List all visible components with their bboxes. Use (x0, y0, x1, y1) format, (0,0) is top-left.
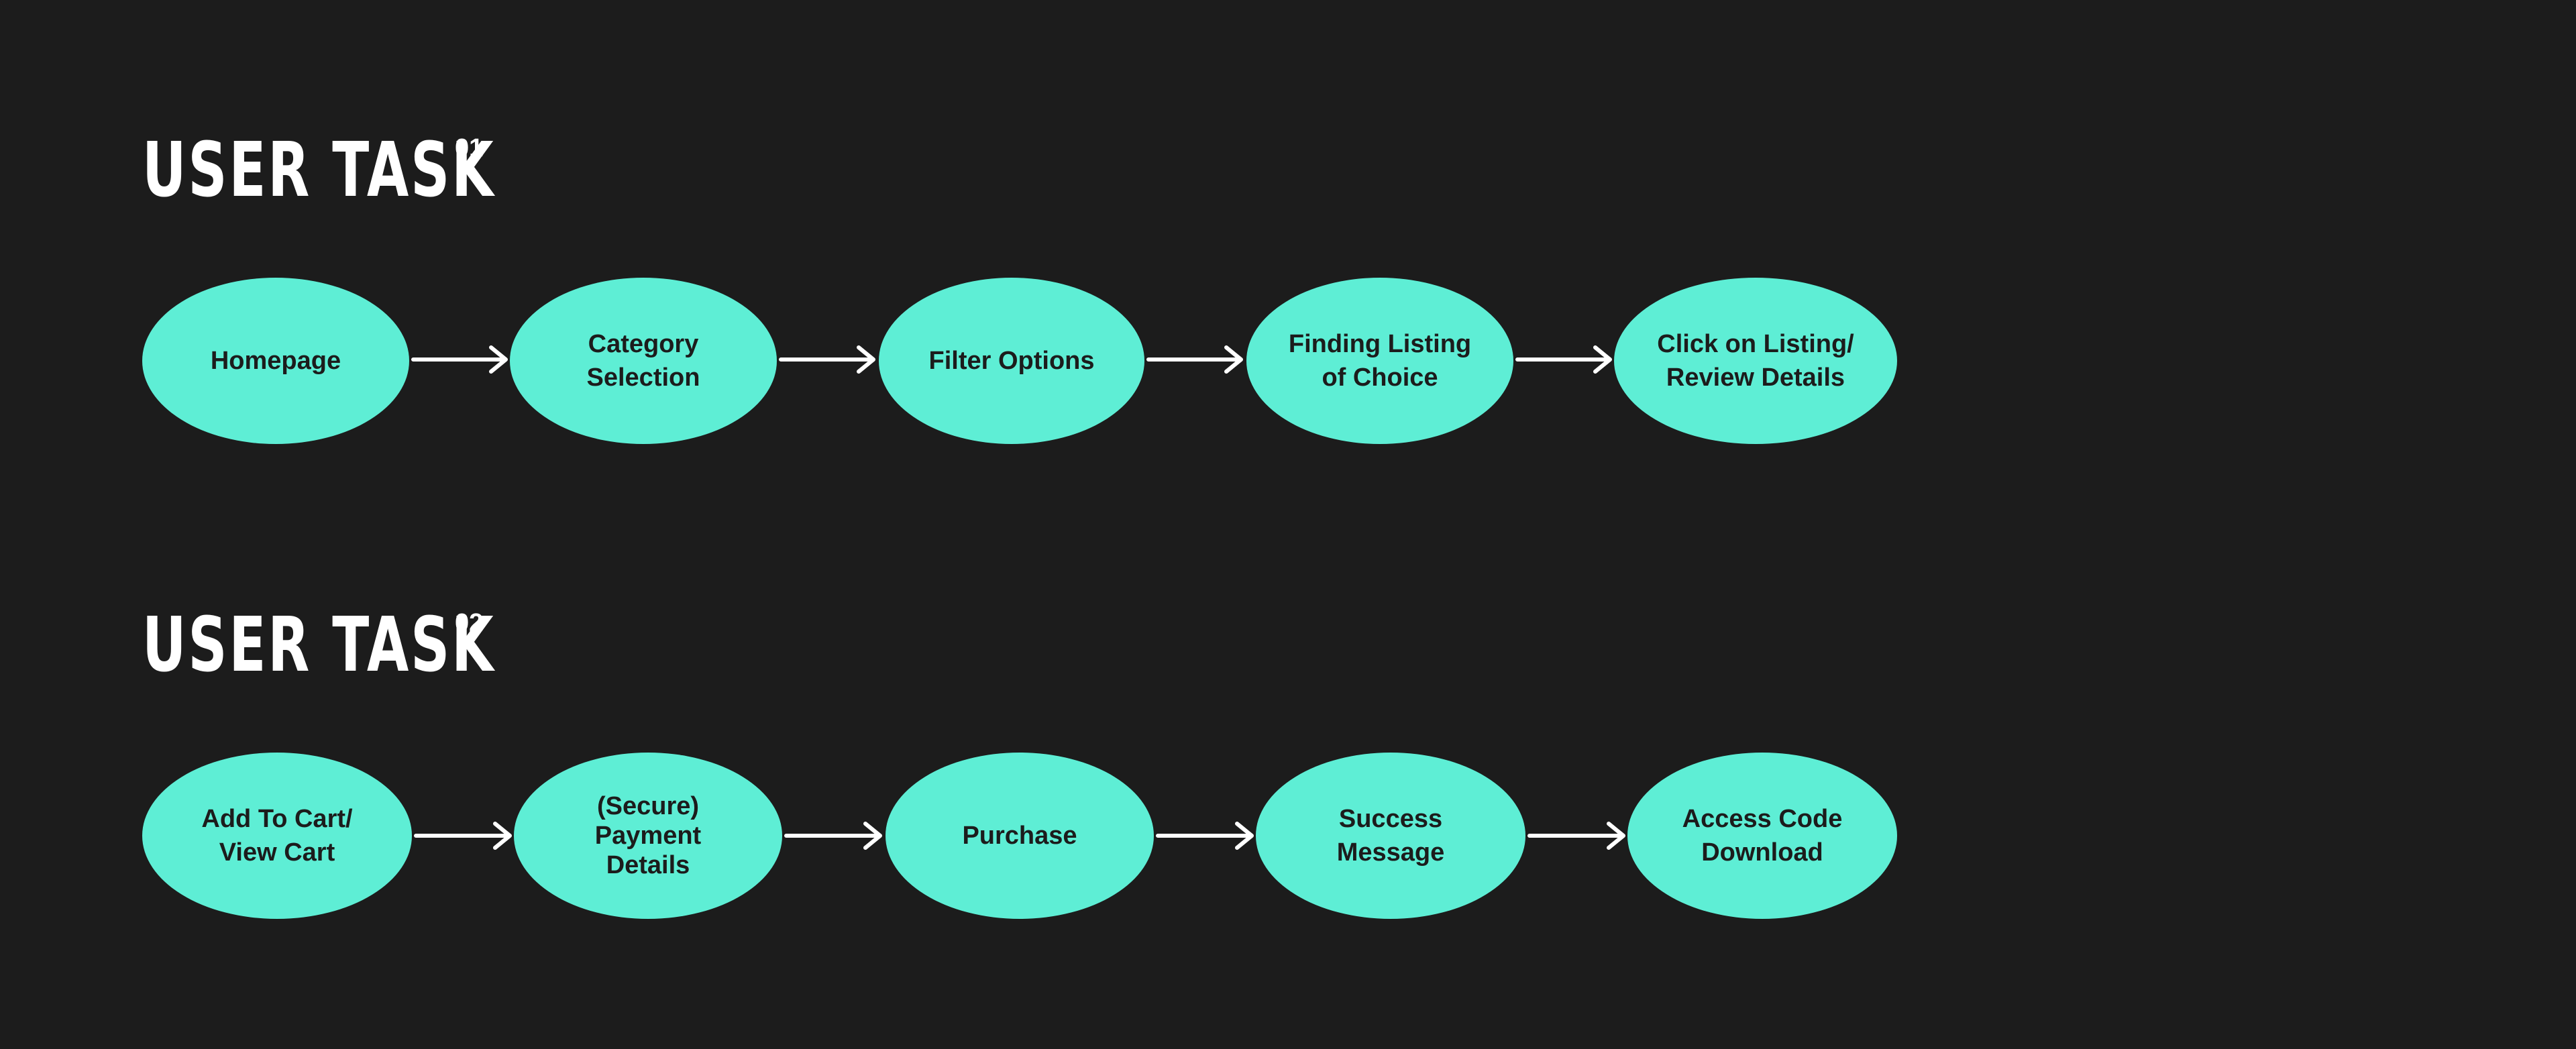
task-1-heading: USER TASK 01 (142, 133, 633, 208)
task-2-title: USER TASK (142, 602, 496, 689)
flow-node-label: Purchase (962, 821, 1077, 850)
flow-arrow (1527, 822, 1626, 850)
flow-node-homepage: Homepage (142, 278, 409, 444)
flow-node-payment-details: (Secure) Payment Details (514, 753, 782, 919)
task-2-heading: USER TASK 02 (142, 608, 633, 683)
flow-node-label: Category Selection (586, 329, 700, 392)
task-2-number: 02 (455, 609, 484, 637)
flow-node-finding-listing: Finding Listing of Choice (1246, 278, 1513, 444)
flow-node-add-to-cart: Add To Cart/ View Cart (142, 753, 412, 919)
flow-node-label: Homepage (210, 346, 341, 375)
flow-arrow (784, 822, 883, 850)
flow-node-filter-options: Filter Options (879, 278, 1144, 444)
flow-node-label: Click on Listing/ Review Details (1657, 329, 1854, 392)
flow-node-label: Access Code Download (1682, 804, 1843, 867)
flow-node-category-selection: Category Selection (510, 278, 777, 444)
flow-arrow (1156, 822, 1254, 850)
flow-node-purchase: Purchase (885, 753, 1154, 919)
task-1-title: USER TASK (142, 127, 496, 214)
flow-arrow (1515, 345, 1613, 374)
flow-arrow (411, 345, 508, 374)
task-1-number: 01 (455, 134, 484, 162)
flow-arrow (414, 822, 513, 850)
flow-arrow (779, 345, 876, 374)
flow-node-label: Success Message (1336, 804, 1445, 867)
flow-node-label: Add To Cart/ View Cart (201, 804, 353, 867)
flow-node-click-on-listing: Click on Listing/ Review Details (1614, 278, 1897, 444)
flow-node-label: Finding Listing of Choice (1288, 329, 1472, 392)
flow-arrow (1146, 345, 1244, 374)
flow-node-label: Filter Options (928, 346, 1095, 375)
flow-node-access-code-download: Access Code Download (1627, 753, 1897, 919)
flow-node-success-message: Success Message (1256, 753, 1525, 919)
flow-node-label: (Secure) Payment Details (594, 791, 702, 880)
